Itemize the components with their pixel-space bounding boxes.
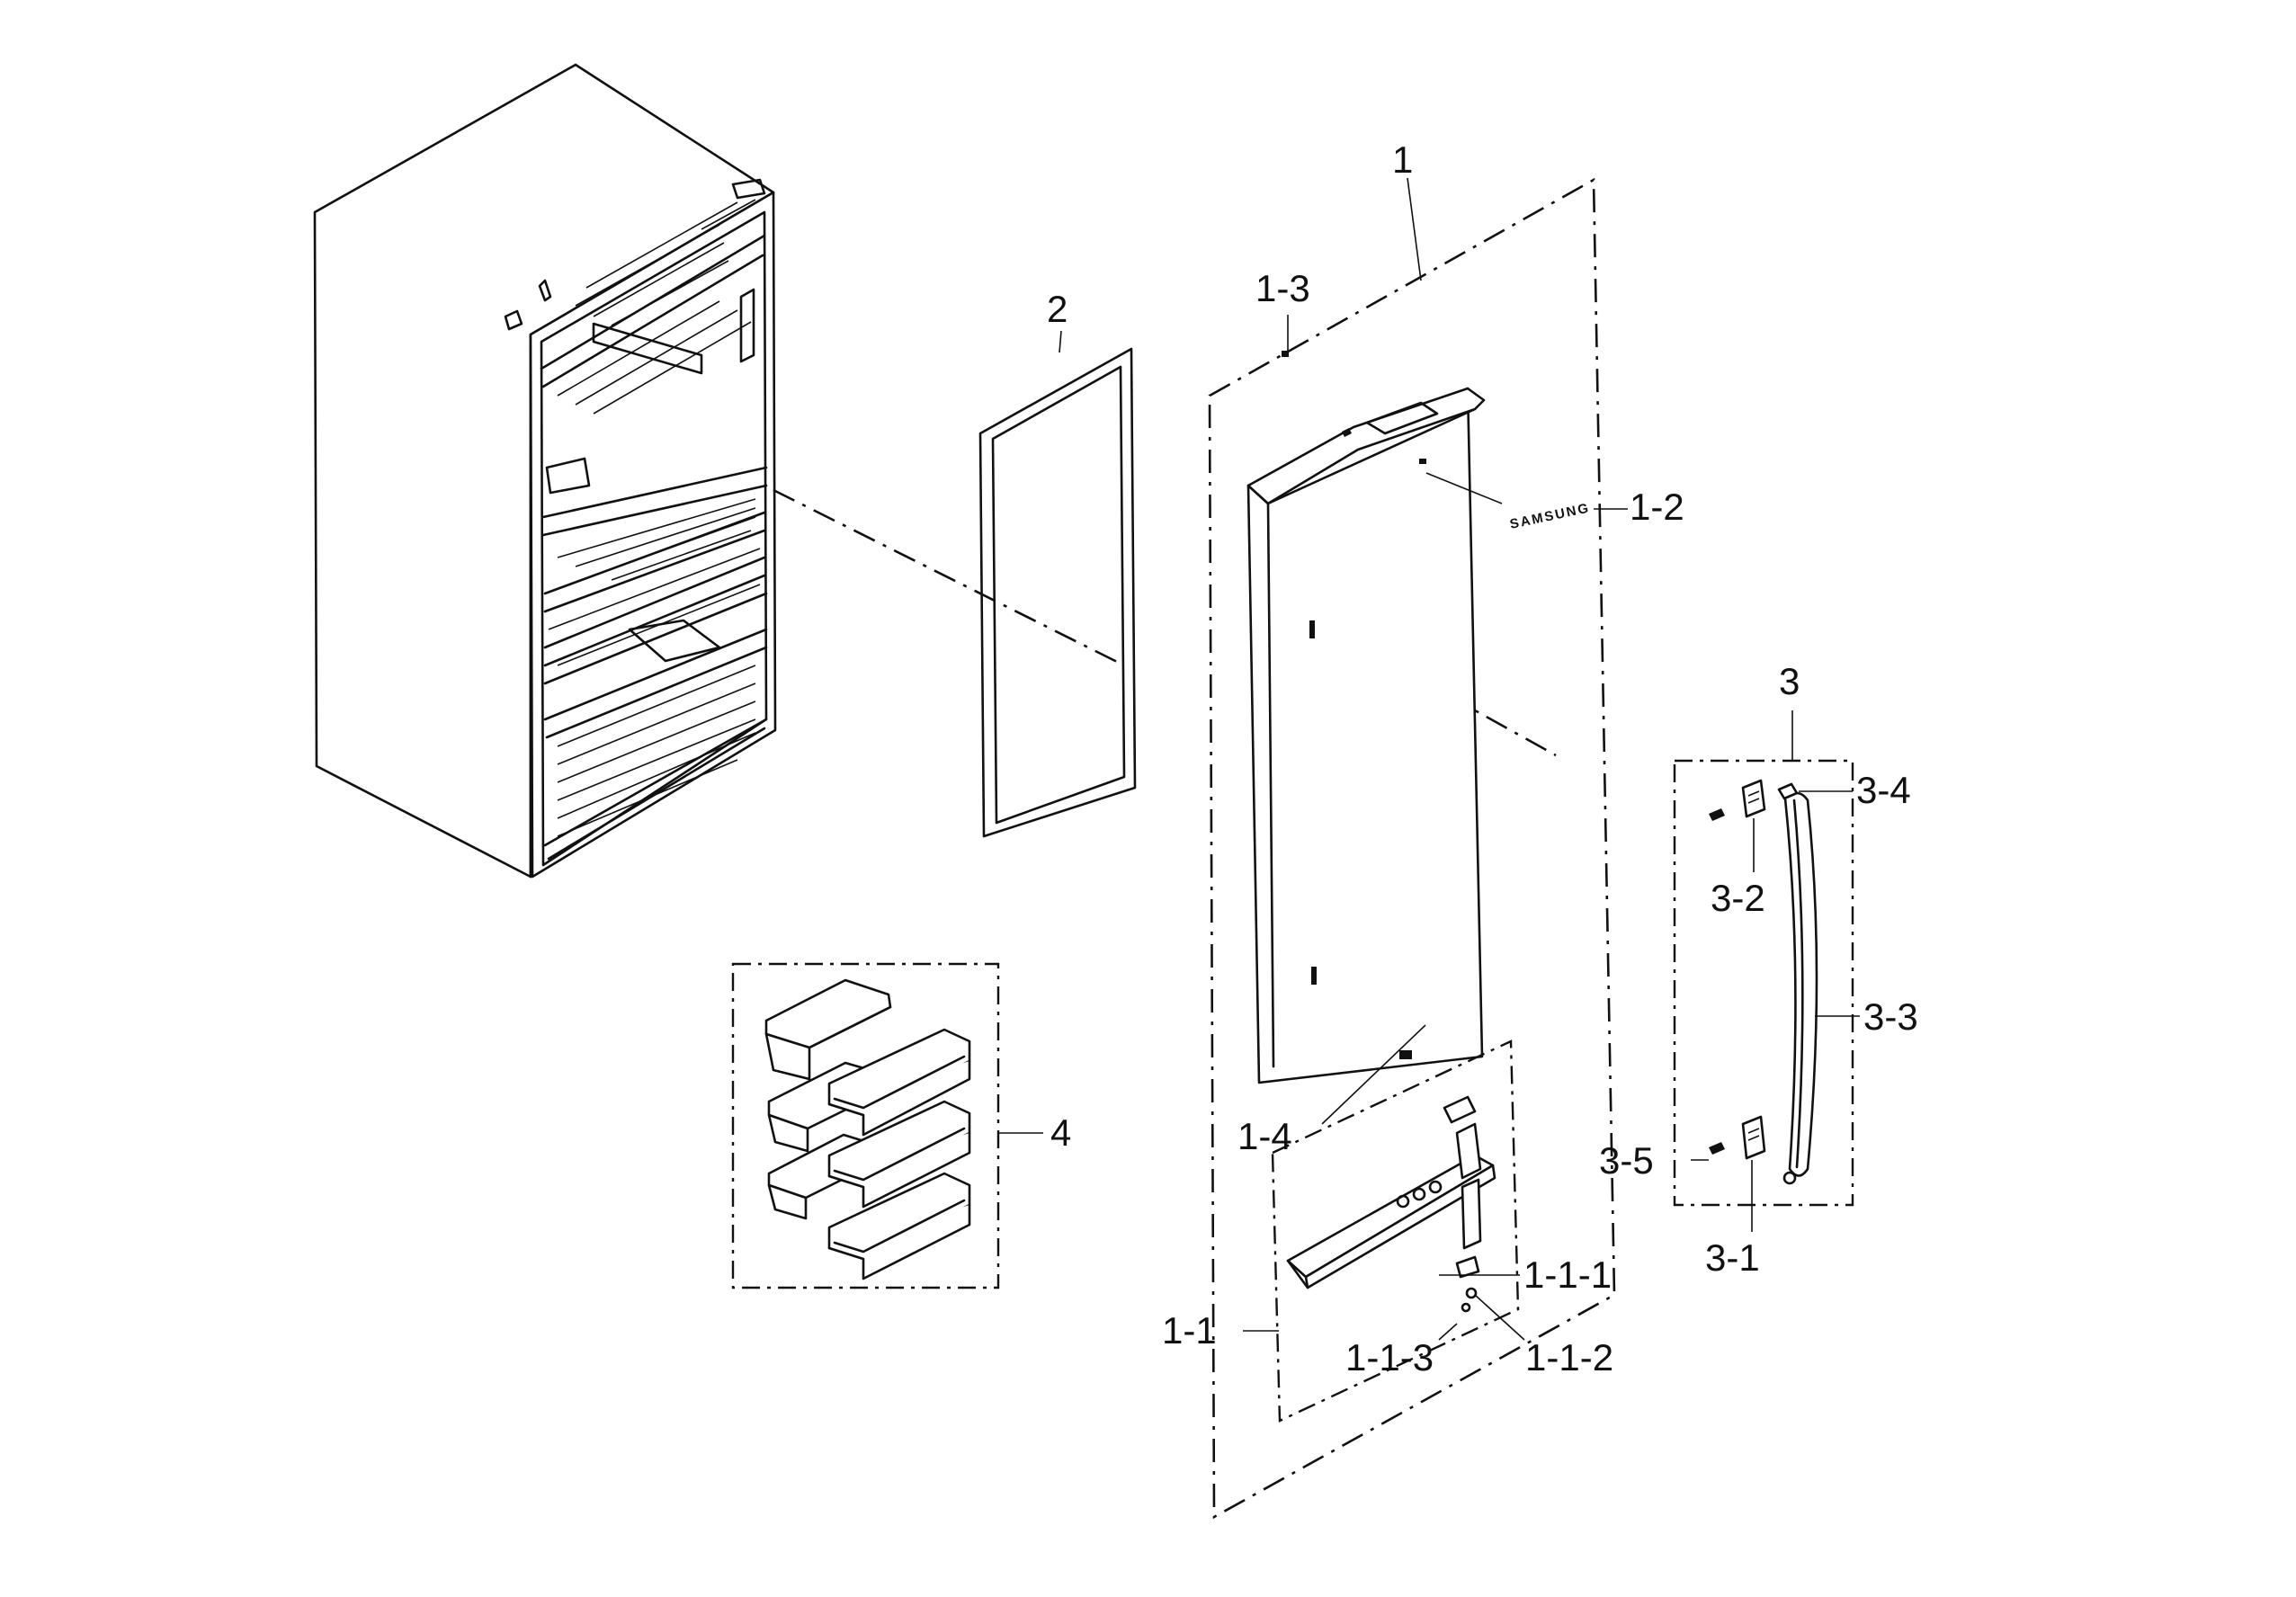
- door-bottom-cap: [1286, 1095, 1496, 1313]
- label-1-2: 1-2: [1630, 486, 1684, 528]
- label-3-1: 3-1: [1705, 1236, 1760, 1279]
- door-panel: [1246, 351, 1486, 1084]
- label-1-1-2: 1-1-2: [1525, 1336, 1613, 1378]
- label-3: 3: [1779, 660, 1800, 702]
- bottom-cap-assembly-boundary: [1271, 1039, 1520, 1423]
- leader-lines: [998, 177, 1860, 1341]
- door-assembly-boundary: [1208, 177, 1616, 1520]
- label-1-3: 1-3: [1255, 267, 1310, 309]
- label-3-3: 3-3: [1863, 995, 1918, 1038]
- label-1-1: 1-1: [1162, 1309, 1217, 1352]
- label-3-2: 3-2: [1711, 877, 1765, 919]
- label-2: 2: [1047, 288, 1068, 330]
- refrigerator-cabinet: [313, 63, 777, 879]
- handle-assembly-boundary: [1673, 759, 1854, 1207]
- label-1: 1: [1392, 138, 1413, 181]
- label-1-4: 1-4: [1237, 1115, 1292, 1157]
- door-bins-boundary: [731, 962, 1000, 1289]
- samsung-badge-text: SAMSUNG: [1508, 500, 1591, 531]
- door-bins: [764, 978, 971, 1280]
- label-3-5: 3-5: [1599, 1139, 1654, 1182]
- label-4: 4: [1050, 1111, 1071, 1154]
- callout-labels: 1 1-3 1-2 2 3 3-4 3-2 3-3 3-5 3-1 4 1-4 …: [1047, 138, 1918, 1378]
- door-gasket: [978, 347, 1137, 838]
- label-1-1-1: 1-1-1: [1523, 1254, 1612, 1296]
- alignment-line-cabinet-gasket: [773, 488, 1125, 667]
- label-3-4: 3-4: [1856, 769, 1911, 811]
- door-handle: [1709, 779, 1818, 1185]
- label-1-1-3: 1-1-3: [1345, 1336, 1434, 1378]
